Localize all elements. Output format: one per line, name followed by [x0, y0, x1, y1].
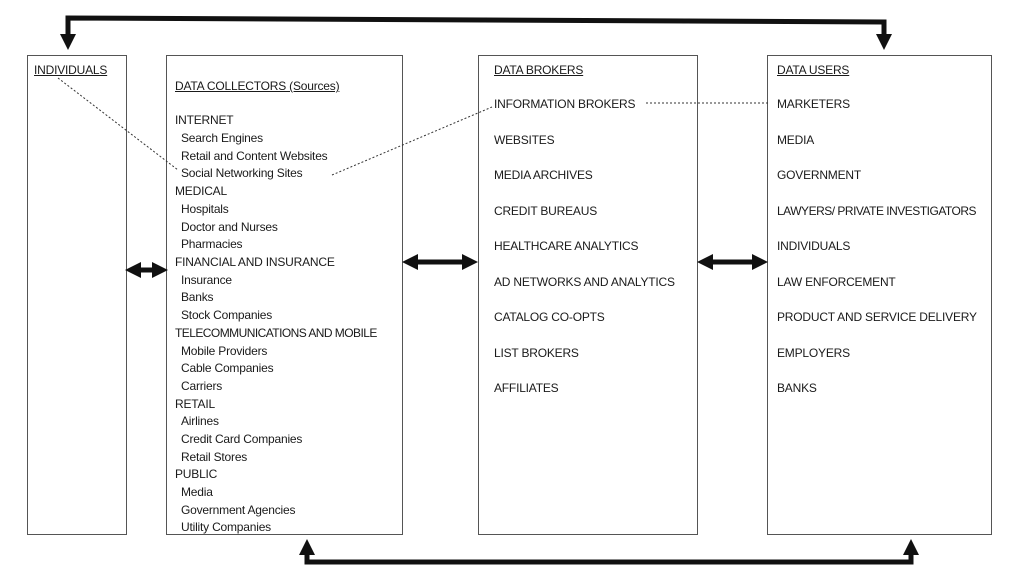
- broker-item: WEBSITES: [494, 133, 555, 147]
- data-brokers-box: DATA BROKERS INFORMATION BROKERS WEBSITE…: [478, 55, 698, 535]
- user-item: LAW ENFORCEMENT: [777, 275, 896, 289]
- broker-item: LIST BROKERS: [494, 346, 579, 360]
- collector-category: RETAIL: [175, 397, 215, 411]
- user-item: GOVERNMENT: [777, 168, 862, 182]
- user-item: BANKS: [777, 381, 817, 395]
- collector-category: TELECOMMUNICATIONS AND MOBILE: [175, 326, 377, 340]
- collector-category: PUBLIC: [175, 467, 218, 481]
- collector-item: Search Engines: [181, 131, 263, 145]
- collector-item: Mobile Providers: [181, 344, 268, 358]
- user-item: MEDIA: [777, 133, 815, 147]
- user-item: MARKETERS: [777, 97, 850, 111]
- collector-item: Media: [181, 485, 213, 499]
- collector-item: Banks: [181, 290, 214, 304]
- dotted-link-social-infobrokers: [331, 106, 493, 176]
- broker-item: AFFILIATES: [494, 381, 559, 395]
- user-item: PRODUCT AND SERVICE DELIVERY: [777, 310, 977, 324]
- collector-category: MEDICAL: [175, 184, 227, 198]
- collector-item: Insurance: [181, 273, 232, 287]
- collector-item: Hospitals: [181, 202, 229, 216]
- top-loop-arrow: [59, 15, 893, 51]
- broker-item: HEALTHCARE ANALYTICS: [494, 239, 639, 253]
- collector-item: Social Networking Sites: [181, 166, 303, 180]
- collector-item: Retail Stores: [181, 450, 248, 464]
- collector-category: INTERNET: [175, 113, 234, 127]
- collector-item: Cable Companies: [181, 361, 274, 375]
- collector-item: Doctor and Nurses: [181, 220, 278, 234]
- dotted-link-individuals-social: [57, 77, 179, 171]
- collector-item: Stock Companies: [181, 308, 273, 322]
- broker-item: INFORMATION BROKERS: [494, 97, 636, 111]
- collector-item: Pharmacies: [181, 237, 243, 251]
- data-users-box: DATA USERS MARKETERS MEDIA GOVERNMENT LA…: [767, 55, 992, 535]
- collector-item: Retail and Content Websites: [181, 149, 328, 163]
- collector-item: Utility Companies: [181, 520, 271, 534]
- user-item: LAWYERS/ PRIVATE INVESTIGATORS: [777, 204, 977, 218]
- broker-item: AD NETWORKS AND ANALYTICS: [494, 275, 675, 289]
- collector-item: Government Agencies: [181, 503, 296, 517]
- individuals-box: INDIVIDUALS: [27, 55, 127, 535]
- user-item: INDIVIDUALS: [777, 239, 851, 253]
- data-collectors-box: DATA COLLECTORS (Sources) INTERNET Searc…: [166, 55, 403, 535]
- bottom-loop-arrow: [298, 538, 920, 565]
- broker-item: MEDIA ARCHIVES: [494, 168, 593, 182]
- user-item: EMPLOYERS: [777, 346, 850, 360]
- data-collectors-title: DATA COLLECTORS (Sources): [175, 79, 340, 93]
- data-users-title: DATA USERS: [777, 63, 850, 77]
- collector-item: Airlines: [181, 414, 219, 428]
- collector-item: Credit Card Companies: [181, 432, 303, 446]
- collector-category: FINANCIAL AND INSURANCE: [175, 255, 335, 269]
- data-brokers-title: DATA BROKERS: [494, 63, 584, 77]
- collector-item: Carriers: [181, 379, 223, 393]
- broker-item: CREDIT BUREAUS: [494, 204, 597, 218]
- broker-item: CATALOG CO-OPTS: [494, 310, 605, 324]
- individuals-title: INDIVIDUALS: [34, 63, 108, 77]
